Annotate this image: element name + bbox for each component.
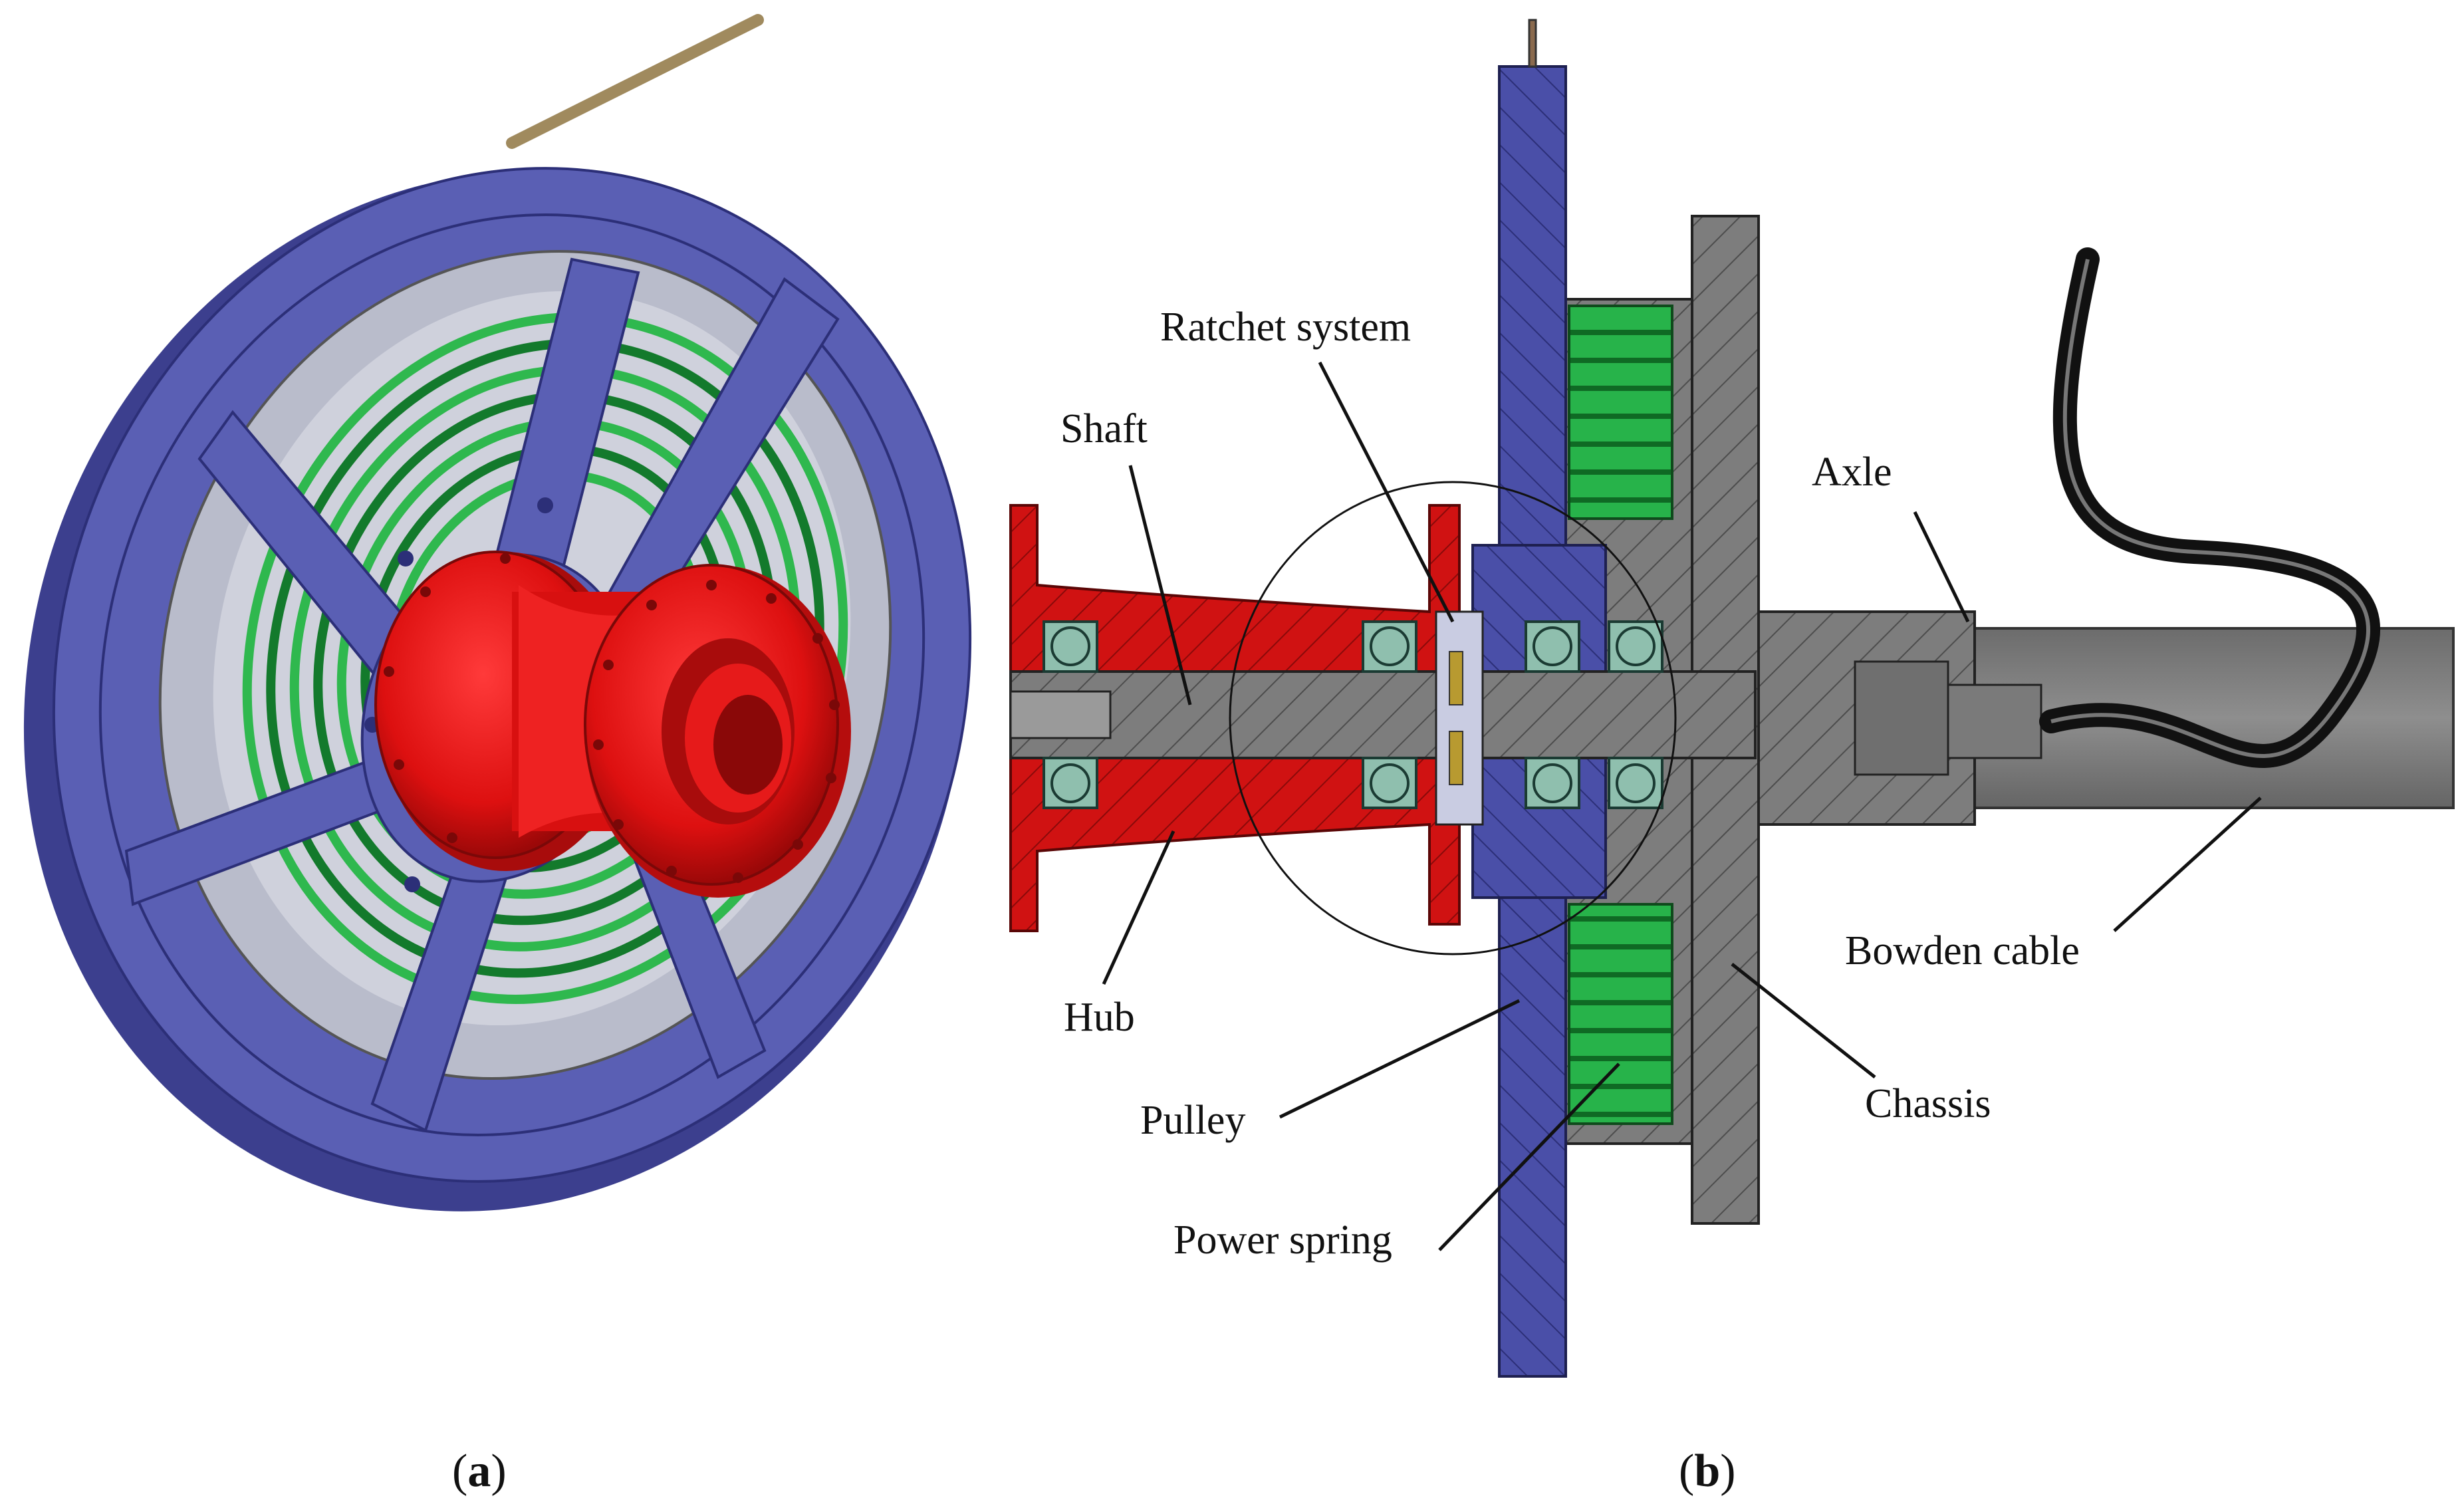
caption-b: (b) <box>1679 1446 1736 1497</box>
shaft-section <box>1009 670 1757 759</box>
label-shaft: Shaft <box>1060 406 1148 451</box>
label-hub: Hub <box>1064 995 1135 1040</box>
power-spring-upper <box>1568 305 1673 520</box>
labels: Ratchet system Shaft Axle Hub Pulley Pow… <box>1060 305 2080 1263</box>
detail-circle <box>1229 481 1677 955</box>
leader-lines <box>1102 361 2262 1251</box>
ratchet-section <box>1435 610 1484 826</box>
panel-b-section <box>1009 19 2455 1378</box>
label-ratchet-system: Ratchet system <box>1160 305 1411 350</box>
label-axle: Axle <box>1812 449 1892 495</box>
power-spring-lower <box>1568 903 1673 1125</box>
hub-3d <box>374 551 851 898</box>
label-bowden-cable: Bowden cable <box>1845 928 2080 973</box>
label-chassis: Chassis <box>1865 1081 1991 1126</box>
rope <box>506 14 764 149</box>
panel-a-illustration <box>23 14 972 1211</box>
label-pulley: Pulley <box>1140 1098 1245 1143</box>
caption-a: (a) <box>452 1446 507 1497</box>
label-power-spring: Power spring <box>1173 1217 1392 1263</box>
